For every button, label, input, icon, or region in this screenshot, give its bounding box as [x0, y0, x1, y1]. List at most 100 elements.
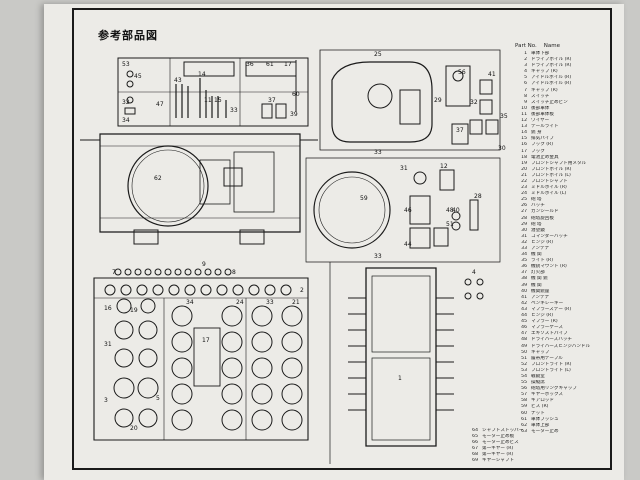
legend-item-name: 機 関 銃: [531, 276, 548, 282]
part-number-labels: 36 61 17 53 45 32 34 43 14 47 11 15 37 6…: [104, 51, 508, 432]
svg-text:2: 2: [300, 287, 304, 294]
legend-item-number: 31: [521, 233, 527, 239]
legend-item-number: 63: [521, 428, 527, 434]
legend-item-number: 57: [521, 392, 527, 398]
svg-text:56: 56: [458, 69, 466, 76]
svg-text:40: 40: [452, 207, 460, 214]
legend-item-number: 16: [521, 142, 527, 148]
legend-item-number: 15: [521, 136, 527, 142]
svg-text:34: 34: [122, 117, 130, 124]
legend-item: 15 排気パイプ: [515, 136, 607, 142]
legend-item-name: アンテナ: [531, 294, 550, 300]
svg-text:1: 1: [398, 375, 402, 382]
svg-text:33: 33: [374, 253, 382, 260]
legend-item: 18 電池止め金具: [515, 155, 607, 161]
legend-item-number: 34: [521, 252, 527, 258]
svg-text:28: 28: [474, 193, 482, 200]
legend-item-name: フロントホイル (R): [531, 166, 572, 172]
svg-text:20: 20: [130, 425, 138, 432]
legend-item-number: 26: [521, 203, 527, 209]
svg-text:12: 12: [440, 163, 448, 170]
legend-item-number: 48: [521, 337, 527, 343]
legend-item-number: 40: [521, 288, 527, 294]
svg-text:4: 4: [472, 269, 476, 276]
legend-item-name: 砲塔用リングキャップ: [531, 386, 577, 392]
svg-text:51: 51: [446, 221, 454, 228]
svg-text:21: 21: [292, 299, 300, 306]
legend-item-name: ヒンジ (R): [531, 313, 554, 319]
legend-item-number: 17: [521, 148, 527, 154]
legend-item-name: 操縦席: [531, 380, 545, 386]
svg-text:31: 31: [400, 165, 408, 172]
legend-item-name: ギヤーシャフト: [482, 458, 515, 463]
svg-text:45: 45: [134, 73, 142, 80]
legend-item-name: アイドルホイル (R): [531, 81, 572, 87]
svg-text:34: 34: [186, 299, 194, 306]
legend-item-name: モーター止め板: [482, 434, 515, 439]
legend-item-name: フロントライト (L): [531, 367, 571, 373]
legend-item-name: 排気パイプ: [531, 136, 554, 142]
legend-item-name: ミドルホイル (R): [531, 185, 567, 191]
legend-item-number: 12: [521, 118, 527, 124]
legend-item-number: 35: [521, 258, 527, 264]
manual-page: [44, 4, 624, 480]
legend-item-number: 33: [521, 246, 527, 251]
legend-item-name: ペンキレーキー: [531, 300, 564, 306]
page-title: 参考部品図: [98, 29, 158, 42]
legend-item-number: 62: [521, 422, 527, 428]
legend-item-number: 18: [521, 154, 527, 160]
legend-item-number: 22: [521, 178, 527, 184]
legend-item-name: ビス (R): [531, 404, 549, 410]
legend-item-number: 10: [521, 105, 527, 111]
legend-item-number: 44: [521, 313, 527, 319]
svg-text:35: 35: [500, 113, 508, 120]
legend-item-name: 戦闘室: [531, 373, 545, 379]
legend-item-name: フック: [531, 148, 545, 154]
legend-item-name: ライト (R): [531, 258, 554, 264]
legend-item-name: コマンダーハッチ: [531, 233, 568, 239]
svg-text:33: 33: [266, 299, 274, 306]
legend-item-number: 49: [521, 343, 527, 349]
legend-item-number: 9: [524, 99, 527, 105]
legend-item-number: 32: [521, 239, 527, 245]
legend-item-name: 後部車体板: [531, 111, 554, 117]
legend-item-number: 61: [521, 416, 527, 422]
legend-item-number: 29: [521, 221, 527, 227]
legend-item-number: 68: [472, 452, 478, 457]
legend-item-number: 20: [521, 166, 527, 172]
legend-item-number: 37: [521, 270, 527, 276]
legend-item-name: 車体上部: [531, 422, 550, 428]
legend-item-name: 電池止め金具: [531, 154, 559, 160]
legend-item-number: 67: [472, 446, 478, 451]
legend-item-number: 39: [521, 282, 527, 288]
legend-item-name: フロントシャフト用メタル: [531, 160, 587, 166]
legend-item-name: 機関銃座: [531, 288, 550, 294]
legend-item-name: 銃 身: [531, 130, 542, 136]
legend-item-number: 21: [521, 172, 527, 178]
legend-item-name: ドライブホイル (R): [531, 57, 572, 63]
legend-item-name: 履帯用テーブル: [531, 355, 563, 361]
legend-item-name: ハッチ: [531, 203, 545, 209]
legend-item: 20 フロントホイル (R): [515, 167, 607, 173]
